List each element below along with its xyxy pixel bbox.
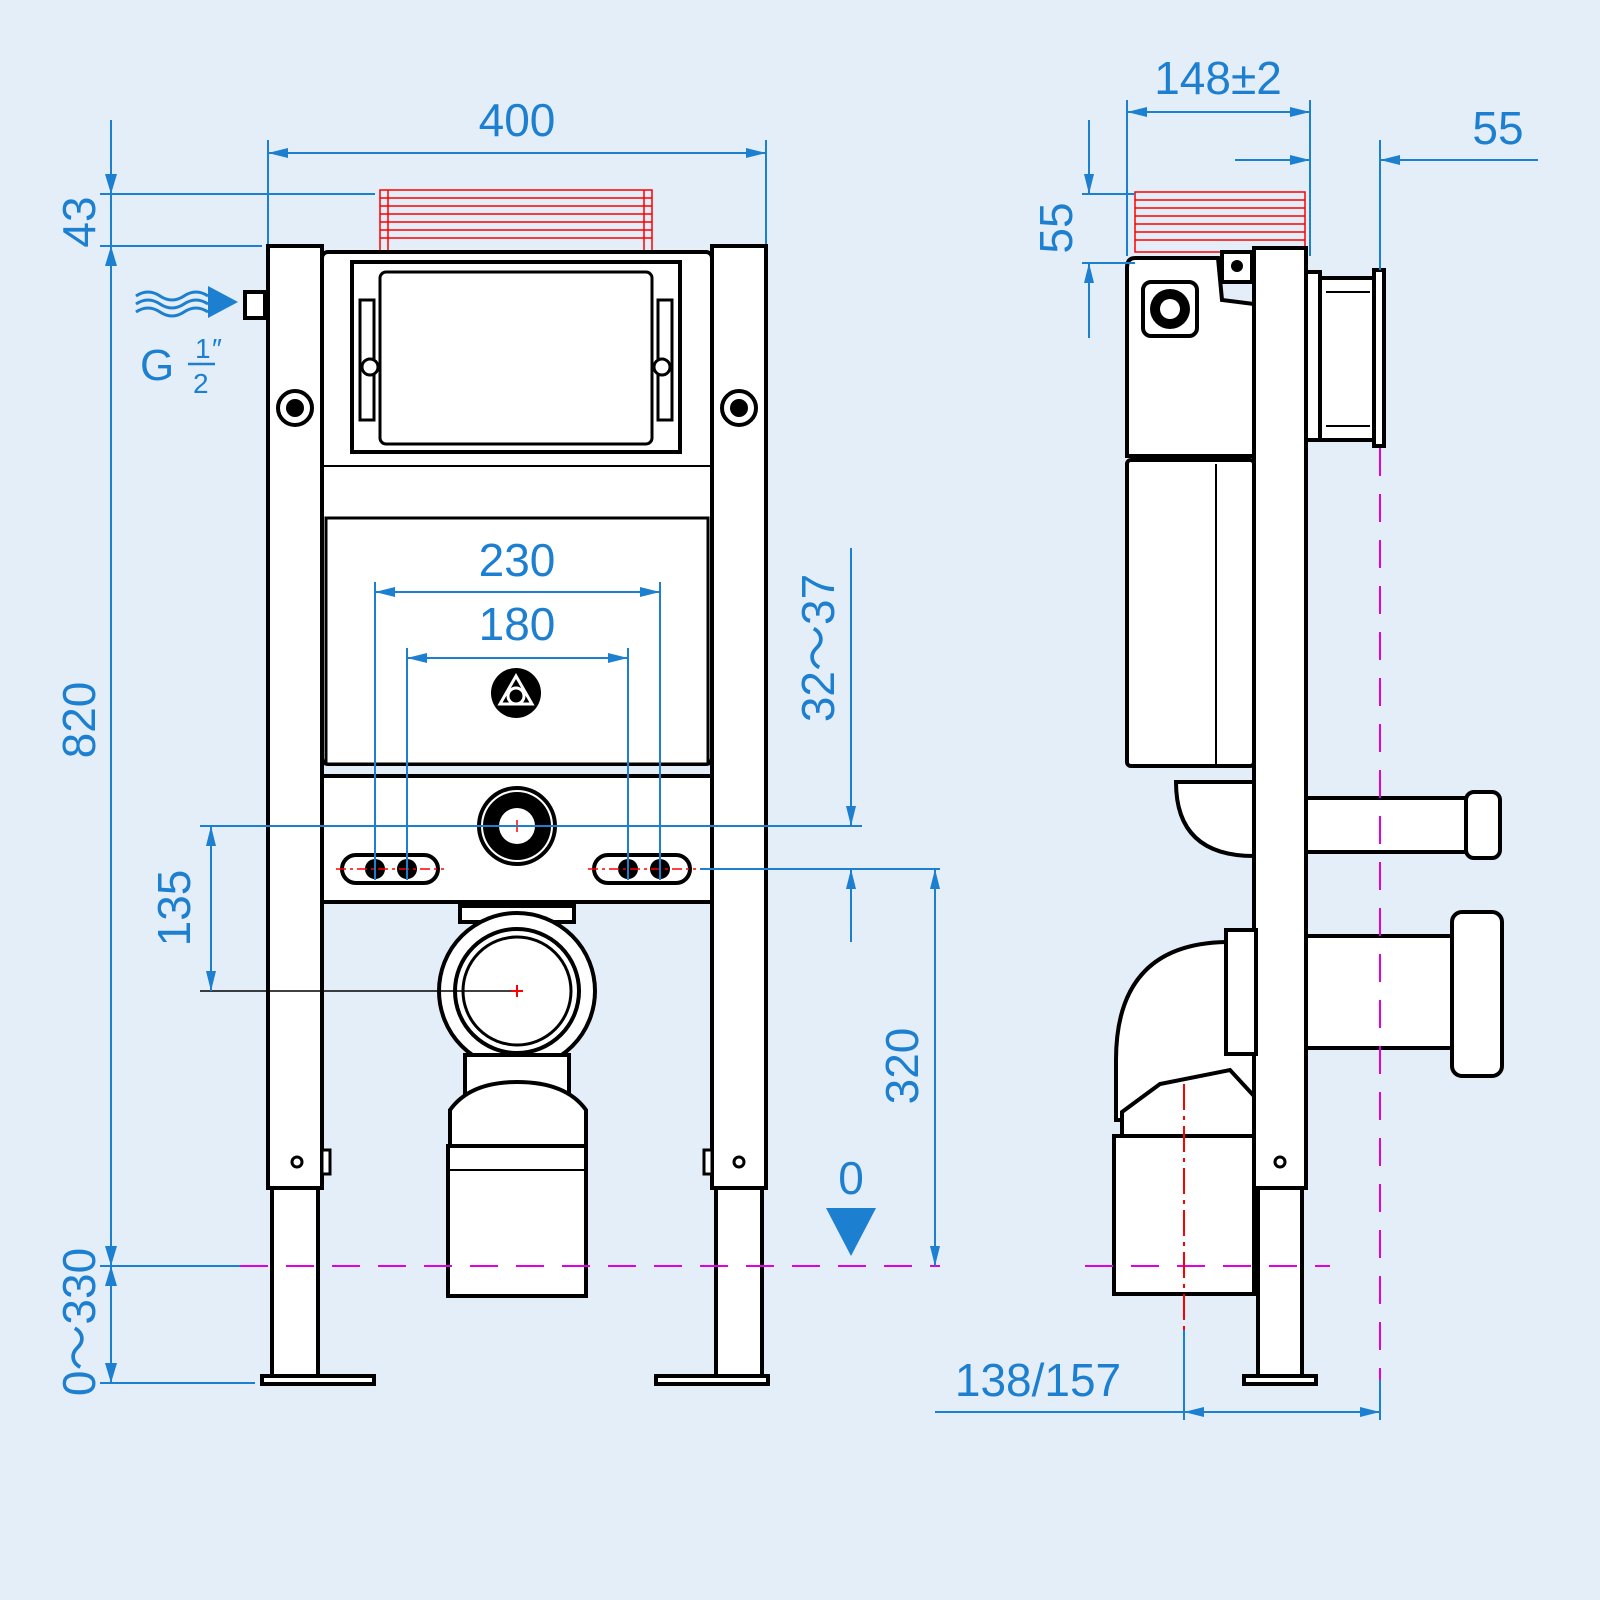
dim-bolts-to-floor: 320	[876, 1028, 928, 1105]
side-view	[1085, 191, 1504, 1386]
frame-post-right	[654, 244, 770, 1386]
dim-frame-height: 820	[53, 682, 105, 759]
thread-unit: ″	[212, 333, 222, 364]
thread-prefix: G	[140, 341, 174, 390]
frame-post-left	[260, 244, 376, 1386]
dim-floor-zero: 0	[838, 1152, 864, 1204]
side-flush-pipe	[1173, 780, 1502, 860]
brand-logo	[491, 668, 541, 718]
front-view: G 1 2 ″	[135, 189, 940, 1386]
dim-depth: 148±2	[1154, 52, 1282, 104]
side-waste-pipe	[1112, 910, 1504, 1296]
front-dimensions: 400 43 820 0～330 230 180 32～37 135	[53, 94, 940, 1396]
side-frame-post	[1252, 246, 1308, 1190]
dim-bolt-spacing-outer: 230	[479, 534, 556, 586]
thread-numerator: 1	[195, 333, 211, 364]
dim-leg-adjust: 0～330	[53, 1248, 105, 1396]
dim-wall-distance: 138/157	[955, 1354, 1121, 1406]
waste-pipe-front	[437, 904, 597, 1298]
bolt-slot-right	[592, 853, 692, 885]
dim-bolt-spacing-inner: 180	[479, 598, 556, 650]
side-dimensions: 148±2 55 55 138/157	[935, 52, 1538, 1420]
side-cistern-lower	[1125, 458, 1256, 768]
cistern-lower-panel	[324, 516, 710, 766]
thread-denominator: 2	[193, 368, 209, 399]
front-flush-plate-hidden	[379, 189, 653, 253]
floor-marker-icon	[826, 1208, 876, 1256]
service-window	[378, 270, 654, 446]
inlet-valve	[243, 290, 267, 320]
dim-side-top-height: 55	[1030, 202, 1082, 253]
dim-frame-width: 400	[479, 94, 556, 146]
dim-top-height: 43	[53, 196, 105, 247]
water-inlet-icon	[135, 286, 238, 318]
side-flush-plate-hidden	[1134, 191, 1306, 253]
dim-flush-to-bolts: 32～37	[792, 574, 844, 722]
side-waste-collar	[1304, 268, 1386, 448]
inlet-thread-label: G 1 2 ″	[140, 333, 222, 399]
dim-bolts-to-waste: 135	[148, 870, 200, 947]
dim-waste-offset: 55	[1472, 102, 1523, 154]
